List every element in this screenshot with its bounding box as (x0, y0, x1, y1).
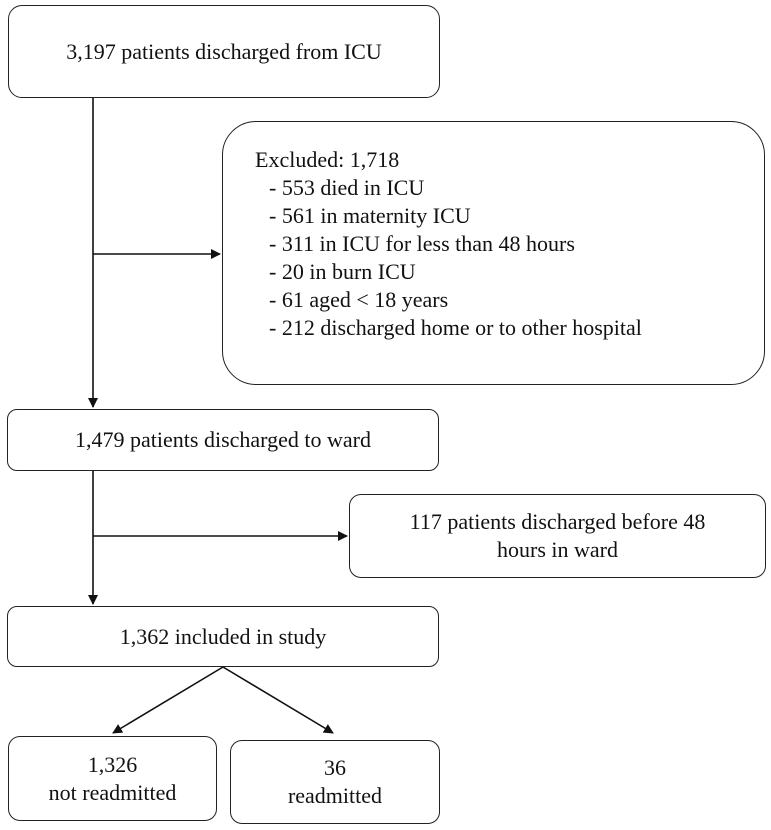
readmitted-label: readmitted (287, 783, 383, 808)
start-label: 3,197 patients discharged from ICU (66, 38, 382, 64)
ward-label: 1,479 patients discharged to ward (75, 427, 371, 452)
excluded-ward-line1: 117 patients discharged before 48 (409, 509, 706, 534)
excluded-list: 553 died in ICU 561 in maternity ICU 311… (255, 174, 642, 342)
excluded-item: 561 in maternity ICU (255, 202, 642, 230)
not-readmitted-count: 1,326 (87, 751, 138, 777)
box-discharged-from-icu: 3,197 patients discharged from ICU (8, 5, 440, 98)
box-discharged-to-ward: 1,479 patients discharged to ward (7, 409, 439, 471)
box-excluded: Excluded: 1,718 553 died in ICU 561 in m… (222, 121, 765, 385)
box-not-readmitted: 1,326 not readmitted (8, 736, 217, 821)
readmitted-count: 36 (323, 755, 346, 780)
excluded-item: 553 died in ICU (255, 174, 642, 202)
excluded-item: 212 discharged home or to other hospital (255, 314, 642, 342)
connector-to-not-readmitted (112, 666, 224, 734)
excluded-item: 61 aged < 18 years (255, 286, 642, 314)
box-readmitted: 36 readmitted (230, 740, 440, 824)
study-label: 1,362 included in study (119, 623, 327, 649)
excluded-item: 311 in ICU for less than 48 hours (255, 230, 642, 258)
excluded-item: 20 in burn ICU (255, 258, 642, 286)
excluded-title: Excluded: 1,718 (255, 147, 400, 172)
excluded-ward-line2: hours in ward (497, 537, 618, 562)
connector-to-readmitted (222, 666, 334, 734)
box-excluded-ward: 117 patients discharged before 48 hours … (349, 494, 766, 578)
box-included-in-study: 1,362 included in study (7, 606, 439, 667)
not-readmitted-label: not readmitted (48, 779, 177, 805)
